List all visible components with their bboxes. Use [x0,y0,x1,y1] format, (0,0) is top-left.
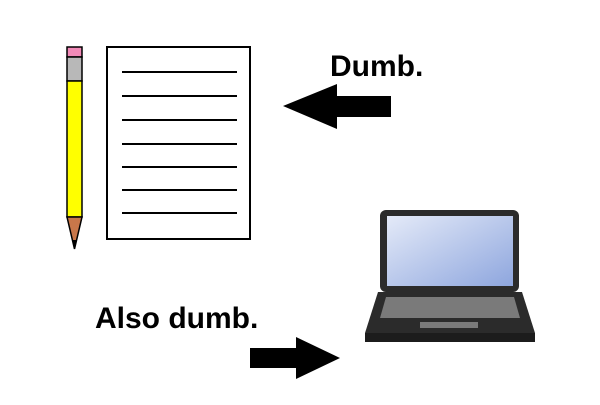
lined-paper-icon [106,46,251,240]
pencil-icon [66,46,83,250]
right-arrow-icon [250,337,340,379]
left-arrow-icon [283,84,391,129]
caption-also-dumb: Also dumb. [95,302,259,335]
caption-dumb: Dumb. [330,50,424,83]
laptop-icon [365,210,535,342]
